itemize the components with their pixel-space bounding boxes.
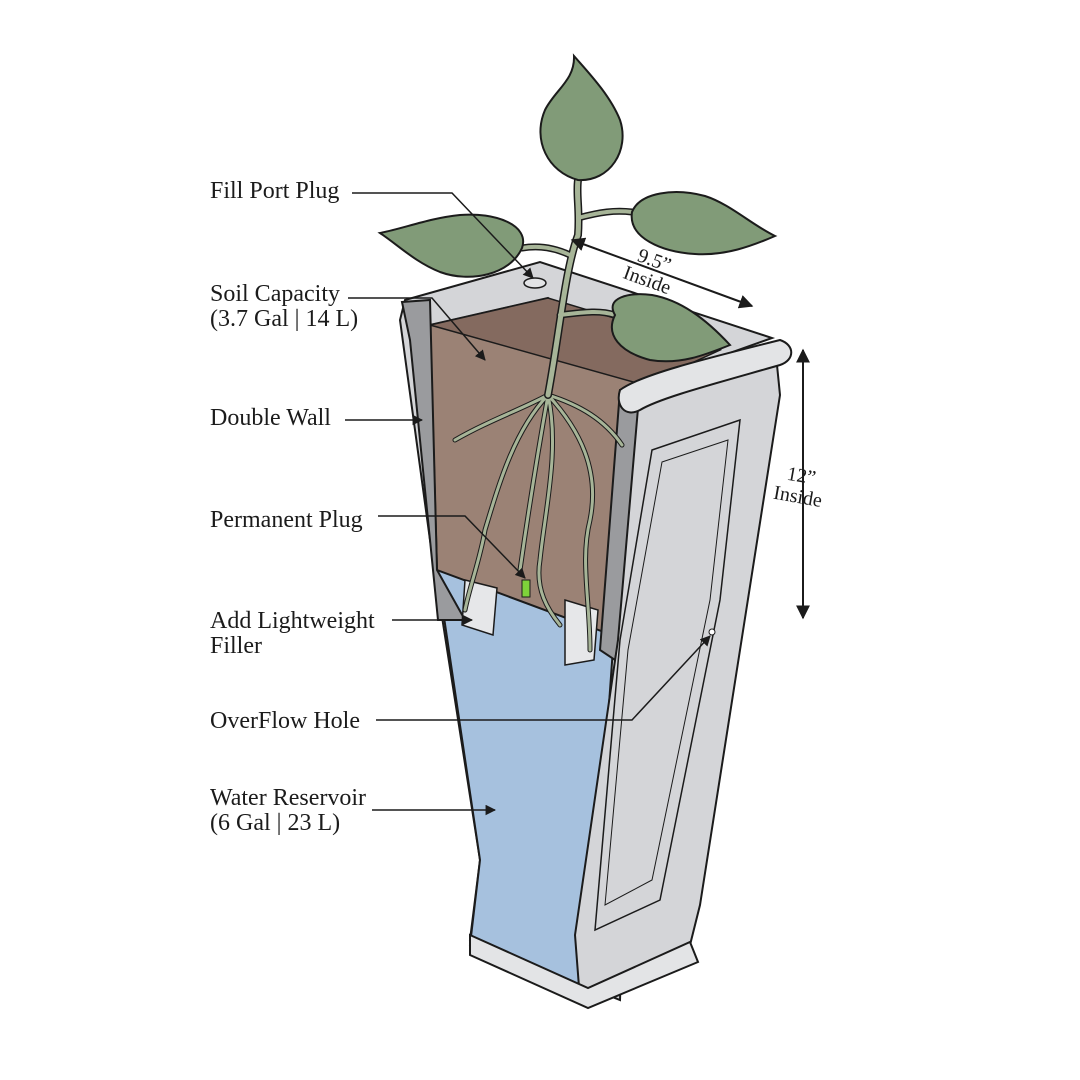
leader-lines [345, 192, 711, 816]
planter-panel-inner [604, 439, 729, 906]
leaf-top [539, 53, 624, 182]
overflow-hole [708, 628, 716, 636]
soil-top [429, 297, 723, 386]
planter-rim [617, 338, 793, 414]
label-water-reservoir: Water Reservoir (6 Gal | 23 L) [210, 785, 366, 836]
permanent-plug [521, 579, 531, 598]
dimension-height-label: 12” Inside [771, 462, 824, 512]
label-lightweight-filler: Add Lightweight Filler [210, 608, 375, 659]
label-soil-capacity: Soil Capacity (3.7 Gal | 14 L) [210, 281, 359, 332]
label-fill-port-plug: Fill Port Plug [210, 178, 340, 204]
filler-leg-right [564, 598, 599, 666]
label-permanent-plug: Permanent Plug [210, 507, 363, 533]
planter-panel [594, 418, 741, 932]
width-dimension-arrow [570, 237, 754, 309]
leaf-right [630, 191, 778, 256]
label-double-wall: Double Wall [210, 405, 331, 431]
label-overflow-hole: OverFlow Hole [210, 708, 360, 734]
leaf-lower-right [610, 293, 732, 363]
planter-base [469, 933, 700, 1010]
fill-port-plug [523, 277, 547, 289]
